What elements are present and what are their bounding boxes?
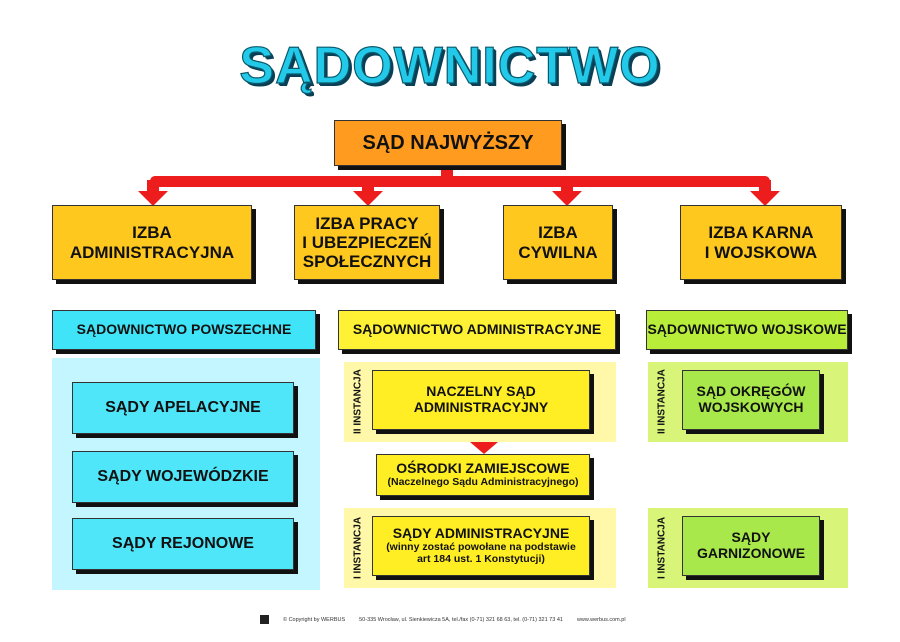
sady-garnizonowe-box: SĄDY GARNIZONOWE [682, 516, 820, 576]
wojskowe-header-label: SĄDOWNICTWO WOJSKOWE [647, 321, 847, 338]
osrodki-box: OŚRODKI ZAMIEJSCOWE (Naczelnego Sądu Adm… [376, 454, 590, 496]
item-label: SĄDY REJONOWE [112, 535, 254, 553]
okregow-line: SĄD OKRĘGÓW [696, 383, 806, 400]
footer-website: www.werbus.com.pl [576, 616, 626, 623]
chamber-line: IZBA [538, 223, 578, 243]
arrow-head [552, 191, 582, 206]
sad-okregow-wojskowych-box: SĄD OKRĘGÓW WOJSKOWYCH [682, 370, 820, 430]
chamber-line: IZBA KARNA [708, 223, 814, 243]
sady-administracyjne-box: SĄDY ADMINISTRACYJNE (winny zostać powoł… [372, 516, 590, 576]
footer-address: 50-335 Wrocław, ul. Sienkiewicza 5A, tel… [359, 616, 563, 623]
wojskowe-header: SĄDOWNICTWO WOJSKOWE [646, 310, 848, 350]
sady-adm-label: SĄDY ADMINISTRACYJNE [392, 525, 570, 542]
arrow-head [138, 191, 168, 206]
nsa-line: ADMINISTRACYJNY [413, 399, 549, 415]
administracyjne-header-label: SĄDOWNICTWO ADMINISTRACYJNE [352, 321, 602, 338]
sady-wojewodzkie-box: SĄDY WOJEWÓDZKIE [72, 451, 294, 503]
item-label: SĄDY WOJEWÓDZKIE [97, 468, 269, 486]
arrow-head [353, 191, 383, 206]
chamber-line: I WOJSKOWA [704, 242, 818, 262]
chamber-line: I UBEZPIECZEŃ [302, 232, 432, 252]
sad-najwyzszy-label: SĄD NAJWYŻSZY [362, 131, 534, 154]
chamber-line: SPOŁECZNYCH [302, 252, 432, 272]
chamber-box: IZBA CYWILNA [503, 205, 613, 280]
instance-2-label: II INSTANCJA [352, 369, 364, 435]
osrodki-sub: (Naczelnego Sądu Administracyjnego) [387, 475, 579, 488]
garn-line: SĄDY [731, 529, 771, 546]
sady-adm-sub: art 184 ust. 1 Konstytucji) [417, 552, 545, 565]
sady-rejonowe-box: SĄDY REJONOWE [72, 518, 294, 570]
arrow-head [470, 442, 498, 454]
powszechne-header: SĄDOWNICTWO POWSZECHNE [52, 310, 316, 350]
osrodki-label: OŚRODKI ZAMIEJSCOWE [396, 460, 570, 477]
sady-adm-sub: (winny zostać powołane na podstawie [386, 541, 576, 554]
instance-1-label: I INSTANCJA [352, 516, 364, 580]
administracyjne-header: SĄDOWNICTWO ADMINISTRACYJNE [338, 310, 616, 350]
chamber-box: IZBA PRACY I UBEZPIECZEŃ SPOŁECZNYCH [294, 205, 440, 280]
footer: © Copyright by WERBUS 50-335 Wrocław, ul… [260, 615, 640, 624]
powszechne-header-label: SĄDOWNICTWO POWSZECHNE [76, 321, 292, 338]
sady-apelacyjne-box: SĄDY APELACYJNE [72, 382, 294, 434]
nsa-box: NACZELNY SĄD ADMINISTRACYJNY [372, 370, 590, 430]
page-title: SĄDOWNICTWO [239, 36, 661, 95]
sad-najwyzszy-box: SĄD NAJWYŻSZY [334, 120, 562, 166]
item-label: SĄDY APELACYJNE [105, 399, 261, 417]
chamber-line: IZBA [132, 223, 172, 243]
chamber-box: IZBA KARNA I WOJSKOWA [680, 205, 842, 280]
chamber-line: IZBA PRACY [315, 213, 419, 233]
instance-2-label: II INSTANCJA [656, 369, 668, 435]
instance-1-label: I INSTANCJA [656, 516, 668, 580]
arrow-head [750, 191, 780, 206]
okregow-line: WOJSKOWYCH [698, 399, 804, 415]
chamber-line: ADMINISTRACYJNA [69, 242, 235, 262]
logo-icon [260, 615, 269, 624]
arrow-bar [150, 176, 770, 187]
nsa-line: NACZELNY SĄD [426, 383, 536, 400]
garn-line: GARNIZONOWE [696, 545, 806, 561]
chamber-line: CYWILNA [518, 242, 598, 262]
footer-copyright: © Copyright by WERBUS [283, 616, 346, 623]
chamber-box: IZBA ADMINISTRACYJNA [52, 205, 252, 280]
